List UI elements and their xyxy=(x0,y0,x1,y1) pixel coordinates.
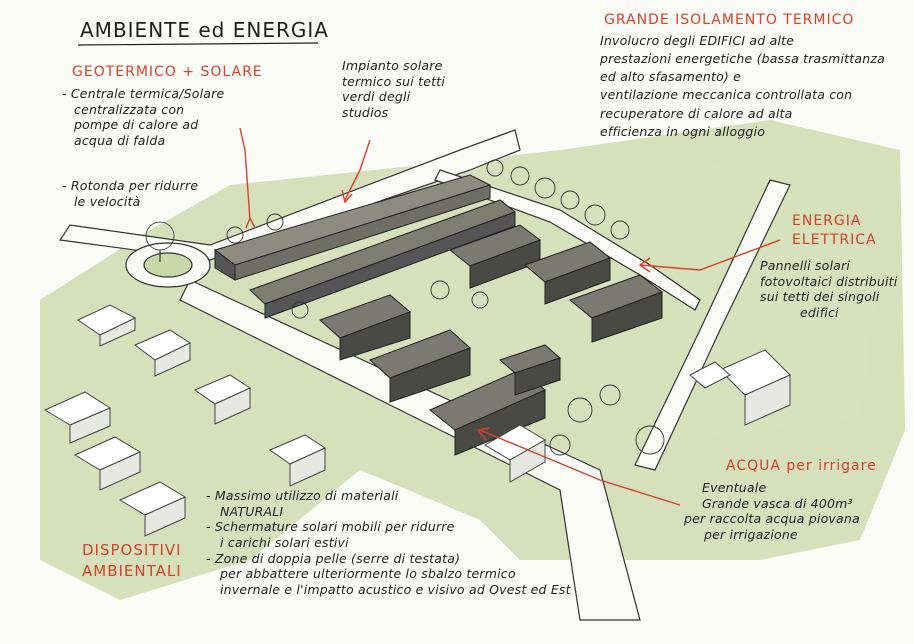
isolamento-line: Involucro degli EDIFICI ad alte xyxy=(600,33,795,48)
materiali-line: invernale e l'impatto acustico e visivo … xyxy=(220,581,571,597)
arrow-geotermico xyxy=(239,127,251,221)
materiali-line: per abbattere ulteriormente lo sbalzo te… xyxy=(220,566,516,582)
arrow-impianto xyxy=(344,139,371,201)
materiali-line: - Schermature solari mobili per ridurre xyxy=(206,519,455,535)
geotermico-line: acqua di falda xyxy=(74,132,166,148)
acqua-line: per irrigazione xyxy=(704,526,798,542)
energia-heading: ENERGIA ELETTRICA xyxy=(792,212,877,250)
energia-line: edifici xyxy=(800,304,839,320)
materiali-line: - Zone di doppia pelle (serre di testata… xyxy=(206,550,461,566)
geotermico-line: pompe di calore ad xyxy=(74,117,199,133)
diagonal-road xyxy=(179,279,641,621)
energia-heading-line: ENERGIA xyxy=(792,213,862,229)
energia-line: sui tetti dei singoli xyxy=(760,289,880,305)
acqua-heading: ACQUA per irrigare xyxy=(726,458,877,474)
building-f xyxy=(568,274,664,343)
geotermico-heading: GEOTERMICO + SOLARE xyxy=(72,64,263,80)
energia-notes: Pannelli solari fotovoltaici distribuiti… xyxy=(760,258,897,321)
materiali-notes: - Massimo utilizzo di materiali NATURALI… xyxy=(206,488,571,597)
title-underline xyxy=(77,42,319,46)
annotation-arrows xyxy=(239,127,781,506)
building-b xyxy=(369,329,471,403)
isolamento-line: prestazioni energetiche (bassa trasmitta… xyxy=(600,51,885,67)
isolamento-line: efficienza in ogni alloggio xyxy=(600,123,766,139)
impianto-line: Impianto solare xyxy=(342,58,443,73)
materiali-line: i carichi solari estivi xyxy=(220,534,349,550)
acqua-notes: Eventuale Grande vasca di 400m³ per racc… xyxy=(684,480,860,543)
materiali-line: - Massimo utilizzo di materiali xyxy=(206,488,399,503)
rotonda-line: le velocità xyxy=(74,193,141,209)
energia-heading-line: ELETTRICA xyxy=(792,231,877,248)
acqua-line: per raccolta acqua piovana xyxy=(684,511,860,527)
roundabout xyxy=(125,221,211,288)
impianto-line: termico sui tetti xyxy=(342,73,446,89)
isolamento-heading: GRANDE ISOLAMENTO TERMICO xyxy=(604,12,855,28)
arrow-acqua xyxy=(479,429,681,506)
energia-line: Pannelli solari xyxy=(760,258,851,273)
trees xyxy=(226,159,665,456)
building-e xyxy=(524,241,612,305)
residential-buildings xyxy=(319,224,664,456)
isolamento-line: ed alto sfasamento) e xyxy=(600,69,742,85)
isolamento-notes: Involucro degli EDIFICI ad alte prestazi… xyxy=(600,32,885,141)
building-g xyxy=(499,344,561,396)
dispositivi-heading: DISPOSITIVI AMBIENTALI xyxy=(82,540,182,582)
impianto-notes: Impianto solare termico sui tetti verdi … xyxy=(342,58,445,121)
dispositivi-heading-line: AMBIENTALI xyxy=(82,562,182,580)
arrow-energia xyxy=(639,239,781,271)
acqua-line: Grande vasca di 400m³ xyxy=(702,495,853,511)
impianto-line: studios xyxy=(342,104,389,120)
isolamento-line: ventilazione meccanica controllata con xyxy=(600,87,853,103)
dispositivi-heading-line: DISPOSITIVI xyxy=(82,541,182,559)
energia-line: fotovoltaici distribuiti xyxy=(760,273,898,289)
impianto-line: verdi degli xyxy=(342,89,411,105)
geotermico-line: - Centrale termica/Solare xyxy=(62,86,225,101)
rotonda-notes: - Rotonda per ridurre le velocità xyxy=(62,178,198,209)
existing-houses xyxy=(43,304,791,537)
page-title: AMBIENTE ed ENERGIA xyxy=(80,18,329,42)
isolamento-line: recuperatore di calore ad alta xyxy=(600,105,793,121)
east-road xyxy=(634,179,791,471)
geotermico-notes: - Centrale termica/Solare centralizzata … xyxy=(62,86,224,149)
rotonda-line: - Rotonda per ridurre xyxy=(62,178,199,193)
acqua-line: Eventuale xyxy=(702,480,767,495)
building-a xyxy=(319,294,411,361)
studios-block xyxy=(213,174,517,319)
materiali-line: NATURALI xyxy=(220,503,284,519)
geotermico-line: centralizzata con xyxy=(74,101,185,117)
